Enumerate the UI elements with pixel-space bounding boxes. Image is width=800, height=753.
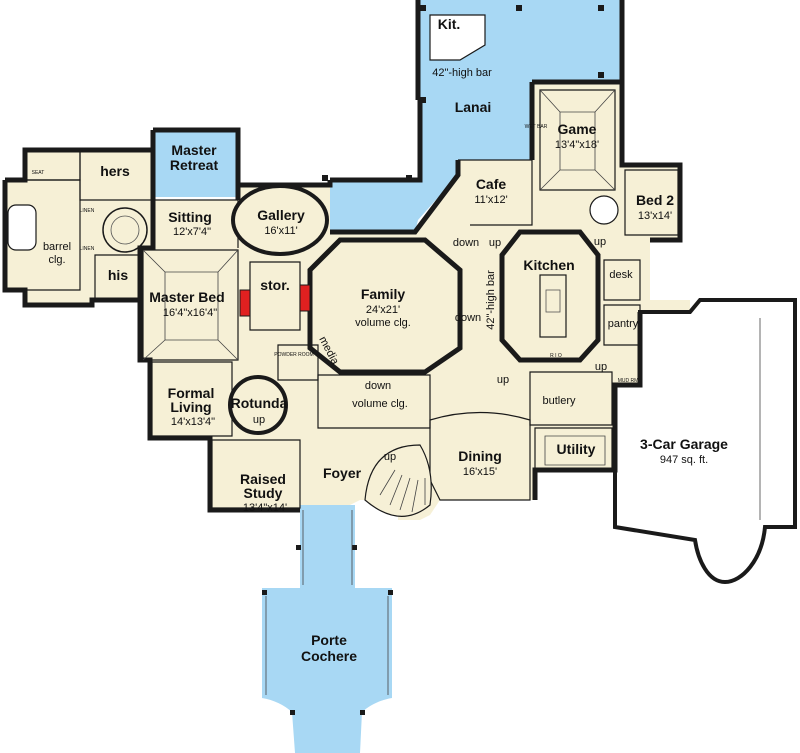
kitchen-up-label: up: [497, 374, 509, 386]
corridor-note: volume clg.: [352, 398, 408, 410]
lanai-columns: [322, 5, 604, 181]
game-dim: 13'4"x18': [555, 139, 599, 151]
ri-label: R I O: [550, 353, 562, 359]
rotunda-circle: [228, 375, 288, 435]
bed2-dim: 13'x14': [638, 210, 672, 222]
garage-dim: 947 sq. ft.: [660, 454, 708, 466]
labels: Kit. 42"-high bar Lanai Game 13'4"x18' C…: [32, 16, 729, 664]
pantry-label: pantry: [608, 318, 639, 330]
seat-label: SEAT: [32, 170, 45, 176]
garage-area: [613, 298, 797, 585]
cafe-dim: 11'x12': [474, 194, 507, 206]
foyer-label: Foyer: [323, 465, 362, 481]
porte-columns: [262, 545, 393, 715]
cafe-up-label: up: [489, 237, 501, 249]
outdoor-kitchen-bar: [429, 14, 486, 61]
dining-label: Dining: [458, 448, 502, 464]
wet-bar-label: WET BAR: [525, 124, 548, 130]
rotunda-up: up: [253, 414, 265, 426]
mud-rm-label: MUD RM: [618, 378, 639, 384]
sitting-label: Sitting: [168, 209, 212, 225]
porte-cochere-drive: [300, 505, 355, 590]
game-label: Game: [558, 121, 597, 137]
gallery-dim: 16'x11': [264, 225, 297, 237]
pantry-up-label: up: [595, 361, 607, 373]
butlery-label: butlery: [542, 395, 576, 407]
bed2-label: Bed 2: [636, 192, 674, 208]
raised-study-dim: 13'4"x14': [243, 502, 287, 514]
barrel-label-2: clg.: [48, 254, 65, 266]
island-sink: [545, 289, 561, 313]
raised-study-label-1: Raised: [240, 471, 286, 487]
formal-living-label-1: Formal: [168, 385, 215, 401]
linen-label-1: LINEN: [80, 208, 95, 214]
family-label: Family: [361, 286, 406, 302]
desk-label: desk: [609, 269, 633, 281]
master-retreat-label-2: Retreat: [170, 157, 219, 173]
kit-bar-note: 42"-high bar: [432, 67, 492, 79]
corridor-down: down: [365, 380, 391, 392]
utility-label: Utility: [557, 441, 596, 457]
stor-label: stor.: [260, 277, 290, 293]
foyer-up: up: [384, 451, 396, 463]
rotunda-label: Rotunda: [231, 395, 288, 411]
hers-label: hers: [100, 163, 130, 179]
master-retreat-area: [153, 130, 238, 197]
garage-label: 3-Car Garage: [640, 436, 728, 452]
dressing-inner: [110, 215, 140, 245]
formal-living-dim: 14'x13'4": [171, 416, 215, 428]
his-label: his: [108, 267, 128, 283]
kit-label: Kit.: [438, 16, 461, 32]
lanai-area: [330, 0, 622, 232]
master-bed-label: Master Bed: [149, 289, 224, 305]
fireplace-master: [239, 289, 251, 317]
linen-label-2: LINEN: [80, 246, 95, 252]
cafe-down-label: down: [453, 237, 479, 249]
formal-living-label-2: Living: [170, 399, 211, 415]
left-wing: [5, 150, 153, 305]
sitting-dim: 12'x7'4": [173, 226, 211, 238]
kitchen-bar-note: 42"-high bar: [485, 270, 497, 330]
dining-dim: 16'x15': [463, 466, 497, 478]
fireplace-family: [299, 284, 311, 312]
porte-cochere-label-2: Cochere: [301, 648, 357, 664]
fixtures: [7, 5, 619, 715]
family-dim: 24'x21': [366, 304, 400, 316]
kitchen-label: Kitchen: [523, 257, 574, 273]
family-down-label: down: [455, 312, 481, 324]
bathtub: [7, 204, 37, 251]
walls: [2, 0, 683, 513]
porte-cochere-label-1: Porte: [311, 632, 347, 648]
lanai-label: Lanai: [455, 99, 492, 115]
master-retreat-label-1: Master: [171, 142, 217, 158]
bed2-up-label: up: [594, 236, 606, 248]
gallery-label: Gallery: [257, 207, 305, 223]
cafe-label: Cafe: [476, 176, 507, 192]
raised-study-label-2: Study: [244, 485, 283, 501]
powder-label: POWDER ROOM: [274, 352, 313, 358]
kitchen-island: [539, 274, 567, 338]
dressing-circle: [102, 207, 148, 253]
barrel-label-1: barrel: [43, 241, 71, 253]
spiral-stair-small: [589, 195, 619, 225]
gallery-ellipse: [231, 184, 329, 256]
master-bed-dim: 16'4"x16'4": [163, 307, 217, 319]
spiral-stair: [364, 444, 432, 517]
porte-cochere-area: [262, 588, 392, 753]
family-note: volume clg.: [355, 317, 411, 329]
